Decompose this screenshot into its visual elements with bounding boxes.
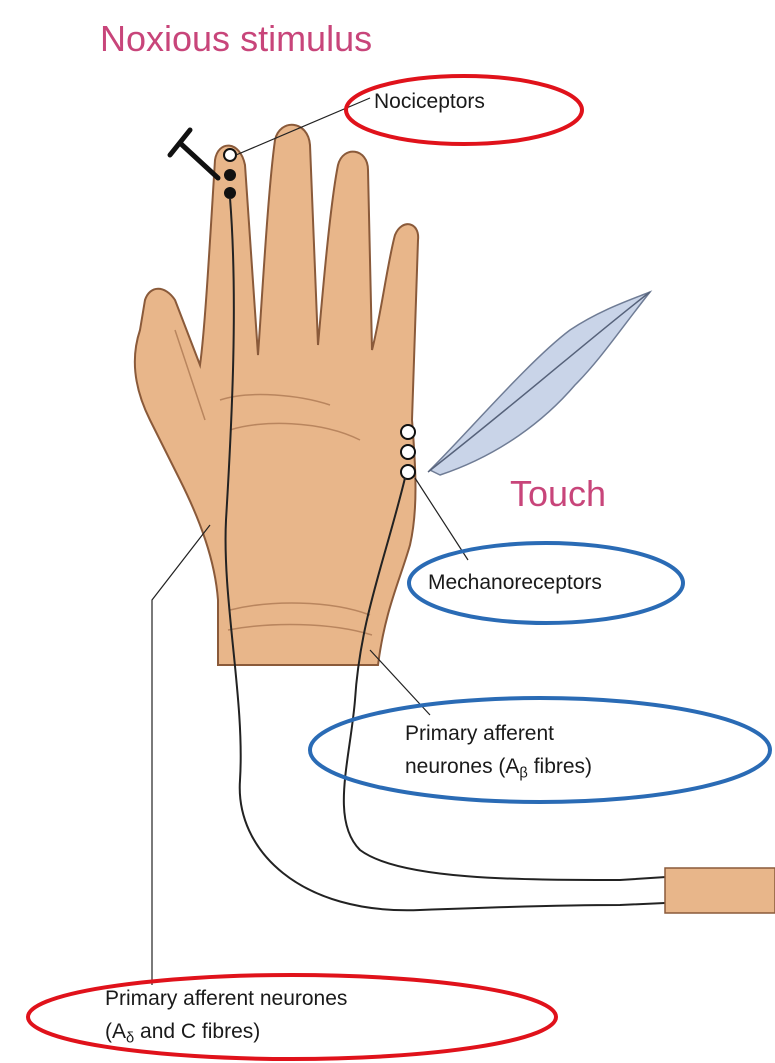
nociceptors-label: Nociceptors <box>374 90 485 114</box>
abeta-subscript: β <box>519 765 527 781</box>
abeta-label-line2: neurones (Aβ fibres) <box>405 755 592 781</box>
abeta-highlight <box>310 698 770 802</box>
feather-icon <box>428 292 650 475</box>
mechanoreceptors-label: Mechanoreceptors <box>428 571 602 595</box>
abeta-text-pre: neurones (A <box>405 755 519 778</box>
diagram-title: Noxious stimulus <box>100 18 372 60</box>
mechanoreceptors-leader-line <box>415 478 468 560</box>
pin-icon <box>170 130 218 178</box>
dashed-segment <box>330 890 640 895</box>
adelta-leader-line <box>152 525 210 985</box>
abeta-text-post: fibres) <box>528 755 592 778</box>
adelta-text-post: and C fibres) <box>134 1020 260 1043</box>
touch-label: Touch <box>510 473 606 515</box>
adelta-text-pre: (A <box>105 1020 126 1043</box>
spinal-cord-segment <box>665 868 775 913</box>
adelta-label-line2: (Aδ and C fibres) <box>105 1020 260 1046</box>
mechanoreceptor-endings <box>401 425 415 479</box>
abeta-label-line1: Primary afferent <box>405 722 554 746</box>
adelta-label-line1: Primary afferent neurones <box>105 987 347 1011</box>
adelta-subscript: δ <box>126 1030 134 1046</box>
nociceptor-endings <box>224 149 236 199</box>
